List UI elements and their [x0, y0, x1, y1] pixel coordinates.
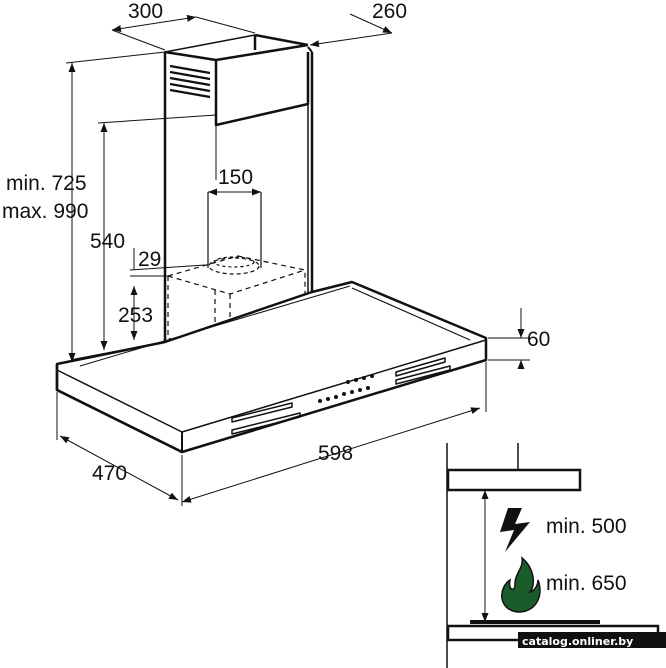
vent-grille — [169, 64, 211, 99]
gas-flame-icon — [501, 556, 541, 613]
gas-clearance-label: min. 650 — [546, 572, 627, 595]
control-buttons — [318, 374, 374, 403]
outlet-offset-label: 29 — [138, 248, 161, 271]
electric-clearance-label: min. 500 — [546, 515, 627, 538]
hood-drawing — [55, 33, 488, 454]
height-min-label: min. 725 — [6, 172, 87, 195]
hood-width-label: 598 — [318, 442, 353, 465]
canopy-thickness-label: 60 — [527, 328, 550, 351]
chimney — [163, 33, 314, 342]
clearance-inset: min. 500 min. 650 catalog.onliner.by — [446, 443, 666, 668]
chimney-width-label: 260 — [372, 0, 407, 23]
watermark: catalog.onliner.by — [522, 635, 633, 648]
dimension-labels: 300 260 min. 725 max. 990 540 150 29 253… — [2, 0, 550, 485]
hood-depth-label: 470 — [92, 462, 127, 485]
inset-hood — [446, 468, 582, 492]
lightning-bolt-icon — [500, 508, 530, 552]
outlet-duct — [207, 192, 262, 275]
height-max-label: max. 990 — [2, 200, 88, 223]
canopy — [55, 280, 488, 454]
chimney-depth-label: 300 — [128, 0, 163, 23]
hood-to-chimney-label: 540 — [90, 230, 125, 253]
dimension-lines — [56, 13, 530, 506]
outlet-diameter-label: 150 — [218, 166, 253, 189]
outlet-height-label: 253 — [118, 304, 153, 327]
watermark-band — [518, 632, 666, 648]
